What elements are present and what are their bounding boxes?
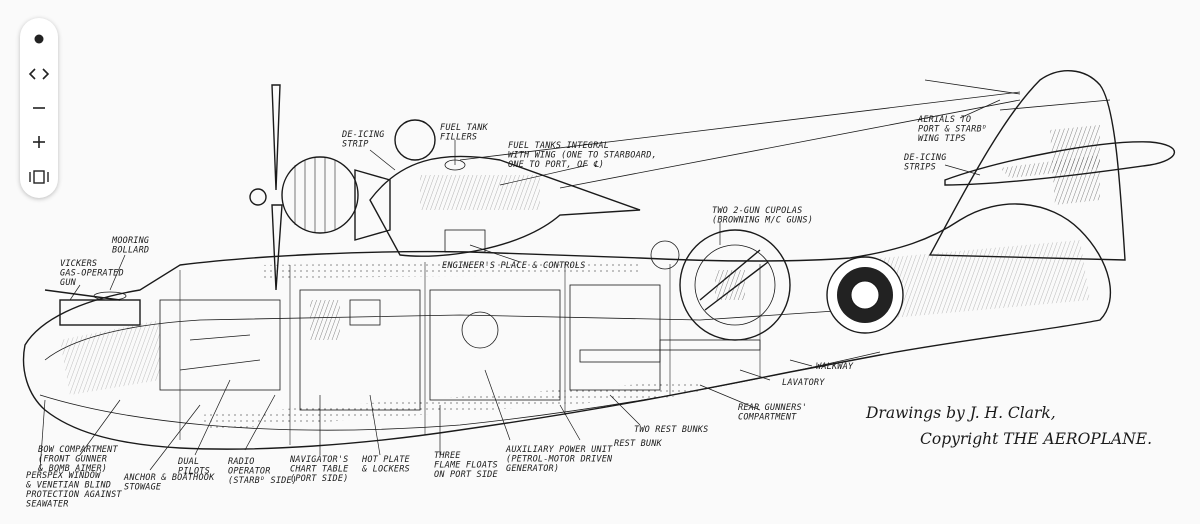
label-line: REST BUNK [614,439,663,449]
viewer-toolbar [20,18,58,198]
label-line: (FRONT GUNNER [38,455,107,465]
label-line: WALKWAY [816,362,854,372]
label-line: FUEL TANKS INTEGRAL [508,141,609,151]
label-walkway: WALKWAY [816,362,854,372]
label-line: LAVATORY [782,378,825,388]
gallery-icon[interactable] [24,162,54,192]
label-line: TWO 2-GUN CUPOLAS [712,206,802,216]
label-line: TWO REST BUNKS [634,425,708,435]
engine-nacelle [249,84,391,291]
label-line: ON PORT SIDE [434,470,498,480]
label-line: & LOCKERS [361,465,410,475]
label-bow-compartment: BOW COMPARTMENT(FRONT GUNNER& BOMB AIMER… [37,445,118,474]
label-line: ENGINEER'S PLACE & CONTROLS [442,261,586,271]
credit-line-2: Copyright THE AEROPLANE. [920,430,1152,448]
label-line: (STARBᴰ SIDE) [228,476,297,486]
label-line: WITH WING (ONE TO STARBOARD, [508,151,657,161]
label-line: PROTECTION AGAINST [26,490,122,500]
label-line: GAS-OPERATED [60,269,124,279]
aerial-wires [459,79,1021,189]
label-line: MOORING [111,236,149,246]
label-line: NAVIGATOR'S [289,455,349,465]
tail-fin [928,70,1176,261]
label-hot-plate: HOT PLATE& LOCKERS [361,455,411,475]
label-line: & VENETIAN BLIND [25,481,111,491]
label-line: ANCHOR & BOATHOOK [123,473,215,483]
label-line: SEAWATER [26,500,69,510]
zoom-out-icon[interactable] [24,93,54,123]
label-line: COMPARTMENT [738,413,797,423]
hull [22,203,1112,450]
label-line: ONE TO PORT, OF ℄) [508,160,604,170]
bow-gun [44,289,141,326]
label-auxiliary-power: AUXILIARY POWER UNIT(PETROL-MOTOR DRIVEN… [505,445,613,474]
label-line: DE-ICING [903,153,947,163]
label-line: STOWAGE [124,483,162,493]
label-line: PERSPEX WINDOW [26,471,101,481]
label-line: DUAL [177,457,199,467]
credit-block: Drawings by J. H. Clark, Copyright THE A… [865,404,1152,448]
roundel [826,256,904,334]
label-line: THREE [434,451,461,461]
zoom-in-icon[interactable] [24,127,54,157]
label-line: AUXILIARY POWER UNIT [505,445,613,455]
label-line: STRIPS [904,163,936,173]
label-line: STRIP [342,140,369,150]
label-line: RADIO [228,457,255,467]
label-line: CHART TABLE [290,465,349,475]
label-line: DE-ICING [341,130,385,140]
label-line: (PETROL-MOTOR DRIVEN [506,455,613,465]
label-line: HOT PLATE [361,455,411,465]
label-line: FLAME FLOATS [434,461,498,471]
label-line: PILOTS [178,467,210,477]
label-two-gun-cupolas: TWO 2-GUN CUPOLAS(BROWNING M/C GUNS) [712,206,813,226]
label-line: BOLLARD [112,246,149,256]
label-line: VICKERS [60,259,97,269]
label-lavatory: LAVATORY [782,378,825,388]
label-line: OPERATOR [228,467,271,477]
prev-next-icon[interactable] [24,59,54,89]
label-line: FILLERS [440,133,477,143]
label-line: PORT & STARBᴰ [918,125,987,135]
label-line: & BOMB AIMER) [37,464,107,474]
interior [60,262,761,445]
dot-icon[interactable] [24,24,54,54]
label-line: GUN [60,278,77,288]
label-line: AERIALS TO [917,115,971,125]
label-rear-gunners: REAR GUNNERS'COMPARTMENT [738,403,807,423]
label-engineers-place: ENGINEER'S PLACE & CONTROLS [442,261,586,271]
label-rest-bunk: REST BUNK [614,439,663,449]
label-line: GENERATOR) [506,464,559,474]
label-line: FUEL TANK [440,123,489,133]
wing-pylon [369,119,641,257]
gun-cupola [650,229,791,341]
label-line: BOW COMPARTMENT [38,445,118,455]
leader-lines [39,99,1001,471]
label-line: REAR GUNNERS' [738,403,807,413]
label-line: (PORT SIDE) [290,474,349,484]
label-two-rest-bunks: TWO REST BUNKS [634,425,708,435]
label-line: (BROWNING M/C GUNS) [712,216,813,226]
credit-line-1: Drawings by J. H. Clark, [865,404,1056,422]
label-line: WING TIPS [918,134,966,144]
